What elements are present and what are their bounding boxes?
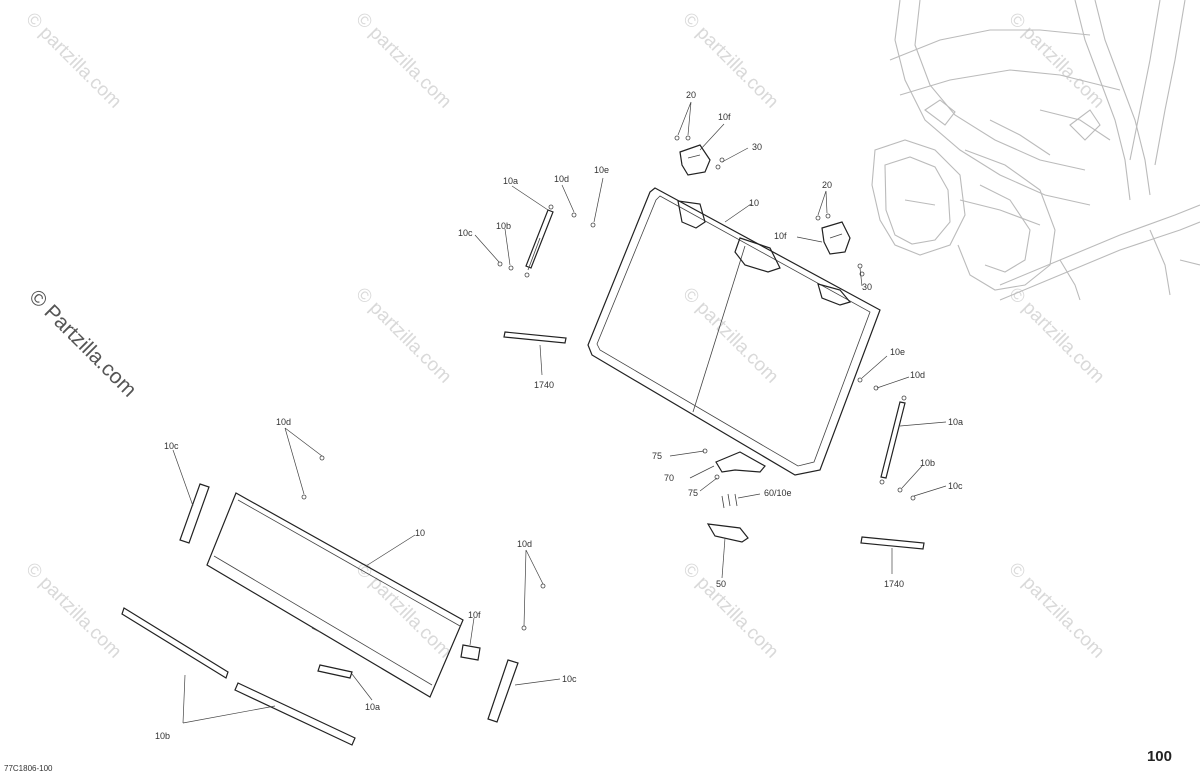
callout-label: 10a (365, 702, 380, 712)
callout-labels: 20 10f 30 10e 10d 10a 10 10c 10b 20 10f … (155, 90, 963, 741)
callout-label: 75 (652, 451, 662, 461)
watermarks: © partzilla.com © partzilla.com © partzi… (21, 9, 1108, 663)
latch-assembly (706, 451, 766, 543)
callout-label: 75 (688, 488, 698, 498)
callout-label: 10 (749, 198, 759, 208)
callout-label: 10f (774, 231, 787, 241)
callout-label: 10d (517, 539, 532, 549)
callout-label: 10d (276, 417, 291, 427)
gas-strut-left (524, 204, 554, 278)
callout-label: 30 (752, 142, 762, 152)
callout-label: 10c (948, 481, 963, 491)
watermark: © partzilla.com (1004, 559, 1108, 663)
callout-label: 1740 (884, 579, 904, 589)
fasteners (497, 135, 916, 509)
callout-label: 10e (594, 165, 609, 175)
callout-label: 10f (468, 610, 481, 620)
callout-label: 10a (503, 176, 518, 186)
leader-lines (172, 101, 947, 724)
callout-label: 10b (496, 221, 511, 231)
watermark: © partzilla.com (351, 9, 455, 113)
callout-label: 10e (890, 347, 905, 357)
callout-label: 10d (910, 370, 925, 380)
hinge-assembly-top (679, 144, 851, 255)
callout-label: 20 (822, 180, 832, 190)
watermark: © partzilla.com (678, 284, 782, 388)
watermark: © partzilla.com (351, 284, 455, 388)
watermark: © partzilla.com (678, 559, 782, 663)
callout-label: 10b (155, 731, 170, 741)
lower-panel-assembly (121, 455, 546, 746)
gas-strut-right (879, 395, 907, 485)
callout-label: 1740 (534, 380, 554, 390)
watermark: © partzilla.com (21, 9, 125, 113)
callout-label: 20 (686, 90, 696, 100)
callout-label: 10 (415, 528, 425, 538)
callout-label: 70 (664, 473, 674, 483)
callout-label: 60/10e (764, 488, 792, 498)
callout-label: 10c (458, 228, 473, 238)
callout-label: 30 (862, 282, 872, 292)
callout-label: 50 (716, 579, 726, 589)
watermark: © partzilla.com (1004, 284, 1108, 388)
seal-strip-right (860, 536, 925, 550)
callout-label: 10f (718, 112, 731, 122)
callout-label: 10b (920, 458, 935, 468)
vehicle-frame-illustration (871, 0, 1200, 301)
callout-label: 10c (164, 441, 179, 451)
diagram-code: 77C1806-100 (4, 764, 53, 773)
callout-label: 10a (948, 417, 963, 427)
callout-label: 10d (554, 174, 569, 184)
watermark: © partzilla.com (21, 559, 125, 663)
rear-window-panel (587, 187, 881, 476)
seal-strip-left (503, 331, 567, 344)
watermark-primary: © Partzilla.com (24, 285, 140, 401)
callout-label: 10c (562, 674, 577, 684)
page-number: 100 (1146, 748, 1172, 765)
